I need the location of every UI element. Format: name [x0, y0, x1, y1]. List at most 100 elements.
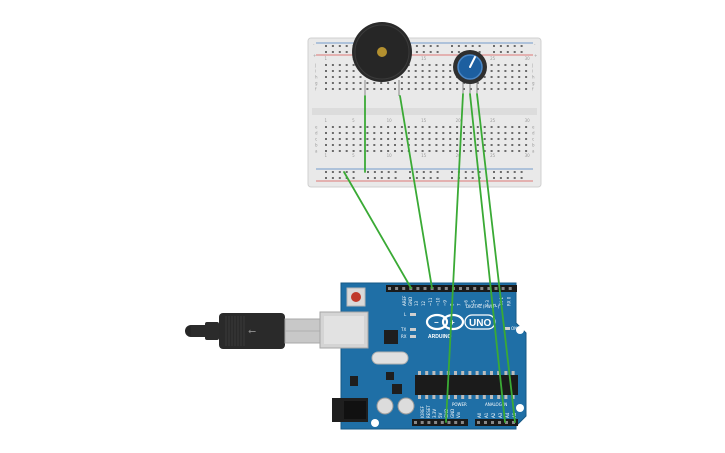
rail-hole[interactable] [422, 45, 425, 47]
rail-hole[interactable] [387, 177, 390, 179]
breadboard-hole[interactable] [497, 88, 500, 90]
breadboard-hole[interactable] [428, 144, 431, 146]
breadboard-hole[interactable] [525, 88, 528, 90]
breadboard-hole[interactable] [325, 88, 327, 90]
rail-hole[interactable] [367, 177, 369, 179]
reset-button[interactable] [351, 292, 361, 302]
breadboard-hole[interactable] [414, 64, 417, 66]
rail-hole[interactable] [513, 171, 516, 173]
breadboard-hole[interactable] [400, 88, 403, 90]
breadboard-hole[interactable] [511, 70, 514, 72]
breadboard-hole[interactable] [497, 138, 500, 140]
header-pin[interactable] [491, 421, 494, 424]
breadboard-hole[interactable] [359, 82, 362, 84]
breadboard-hole[interactable] [345, 144, 348, 146]
breadboard-hole[interactable] [331, 82, 334, 84]
header-pin[interactable] [440, 421, 444, 424]
rail-hole[interactable] [464, 45, 467, 47]
rail-hole[interactable] [506, 51, 509, 53]
breadboard-hole[interactable] [428, 88, 431, 90]
breadboard-hole[interactable] [421, 70, 424, 72]
breadboard-hole[interactable] [428, 70, 431, 72]
breadboard-hole[interactable] [456, 126, 459, 128]
breadboard-hole[interactable] [490, 82, 493, 84]
header-pin[interactable] [487, 287, 491, 290]
header-pin[interactable] [402, 287, 406, 290]
breadboard-hole[interactable] [325, 70, 327, 72]
breadboard-hole[interactable] [525, 144, 528, 146]
breadboard-hole[interactable] [504, 132, 507, 134]
breadboard-hole[interactable] [400, 144, 403, 146]
breadboard-hole[interactable] [325, 64, 327, 66]
rail-hole[interactable] [478, 171, 481, 173]
breadboard-hole[interactable] [366, 132, 369, 134]
header-pin[interactable] [501, 287, 505, 290]
header-pin[interactable] [416, 287, 420, 290]
breadboard-hole[interactable] [345, 82, 348, 84]
breadboard-hole[interactable] [345, 138, 348, 140]
breadboard-hole[interactable] [476, 88, 479, 90]
breadboard-hole[interactable] [352, 126, 355, 128]
breadboard-hole[interactable] [359, 126, 362, 128]
breadboard-hole[interactable] [511, 82, 514, 84]
breadboard-hole[interactable] [338, 76, 341, 78]
rail-hole[interactable] [338, 45, 341, 47]
breadboard-hole[interactable] [525, 126, 528, 128]
breadboard-hole[interactable] [504, 138, 507, 140]
rail-hole[interactable] [380, 177, 383, 179]
breadboard-hole[interactable] [497, 132, 500, 134]
wire-gnd-rail-to-board-gnd[interactable] [343, 171, 412, 289]
header-pin[interactable] [434, 421, 438, 424]
breadboard-hole[interactable] [428, 126, 431, 128]
breadboard-hole[interactable] [421, 88, 424, 90]
header-pin[interactable] [414, 421, 417, 424]
breadboard-hole[interactable] [387, 132, 390, 134]
breadboard-hole[interactable] [352, 88, 355, 90]
breadboard-hole[interactable] [483, 132, 486, 134]
breadboard-hole[interactable] [442, 82, 445, 84]
breadboard-hole[interactable] [511, 76, 514, 78]
breadboard-hole[interactable] [442, 76, 445, 78]
breadboard-hole[interactable] [428, 138, 431, 140]
breadboard-hole[interactable] [463, 150, 465, 152]
breadboard-hole[interactable] [442, 64, 445, 66]
rail-hole[interactable] [499, 45, 502, 47]
header-pin[interactable] [480, 287, 484, 290]
breadboard-hole[interactable] [407, 70, 410, 72]
breadboard-hole[interactable] [497, 144, 500, 146]
breadboard-hole[interactable] [352, 64, 355, 66]
breadboard-hole[interactable] [331, 76, 334, 78]
rail-hole[interactable] [493, 51, 495, 53]
breadboard-hole[interactable] [352, 144, 355, 146]
rail-hole[interactable] [394, 171, 397, 173]
rail-hole[interactable] [415, 171, 418, 173]
rail-hole[interactable] [429, 171, 432, 173]
breadboard-hole[interactable] [359, 76, 362, 78]
header-pin[interactable] [447, 421, 451, 424]
breadboard-hole[interactable] [394, 144, 396, 146]
breadboard-hole[interactable] [483, 88, 486, 90]
breadboard-hole[interactable] [421, 76, 424, 78]
rail-hole[interactable] [506, 45, 509, 47]
breadboard-hole[interactable] [359, 132, 362, 134]
rail-hole[interactable] [352, 171, 355, 173]
breadboard-hole[interactable] [483, 138, 486, 140]
rail-hole[interactable] [345, 171, 348, 173]
breadboard-hole[interactable] [366, 144, 369, 146]
header-pin[interactable] [459, 287, 462, 290]
breadboard-hole[interactable] [525, 76, 528, 78]
breadboard-hole[interactable] [442, 70, 445, 72]
rail-hole[interactable] [422, 51, 425, 53]
breadboard-hole[interactable] [400, 150, 403, 152]
breadboard-hole[interactable] [504, 82, 507, 84]
breadboard-hole[interactable] [325, 144, 327, 146]
breadboard-hole[interactable] [352, 138, 355, 140]
breadboard-hole[interactable] [435, 64, 438, 66]
rail-hole[interactable] [451, 45, 453, 47]
breadboard-hole[interactable] [387, 144, 390, 146]
header-pin[interactable] [388, 287, 391, 290]
breadboard-hole[interactable] [366, 88, 369, 90]
breadboard-hole[interactable] [331, 88, 334, 90]
